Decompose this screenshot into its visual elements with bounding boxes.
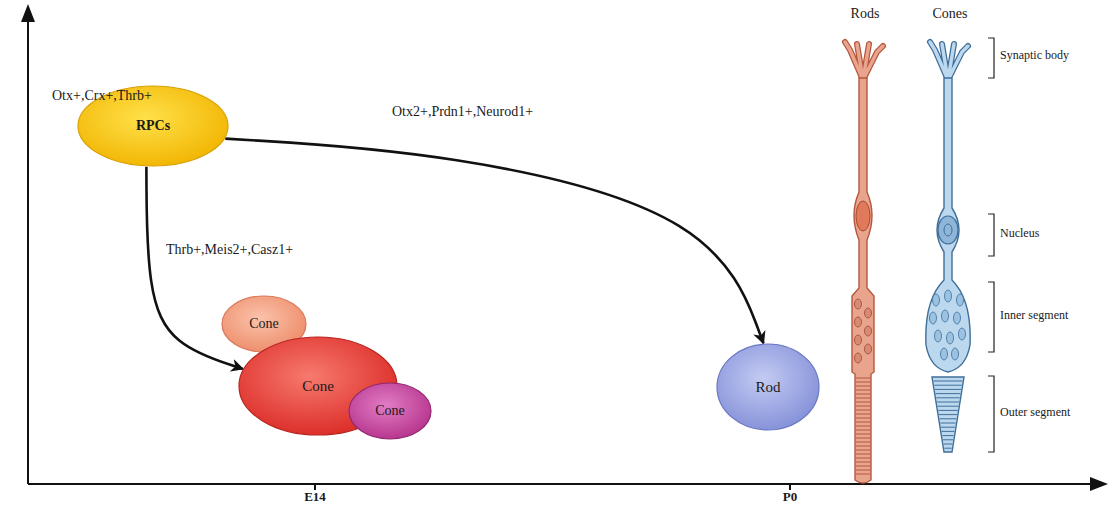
- disc-stroke: [856, 386, 870, 387]
- node-label: Cone: [249, 316, 279, 332]
- disc-stroke: [934, 381, 963, 382]
- marker-list: Otx2+,Prdn1+,Neurod1+: [392, 104, 533, 120]
- disc-stroke: [856, 398, 870, 399]
- disc-stroke: [943, 439, 953, 440]
- lineage-arrow: [225, 139, 763, 343]
- disc-stroke: [856, 430, 870, 431]
- mitochondrion: [941, 348, 948, 360]
- disc-stroke: [940, 418, 957, 419]
- disc-stroke: [856, 406, 870, 407]
- mitochondrion: [959, 328, 966, 340]
- bracket: [988, 214, 994, 256]
- cone-ellipse: Cone: [348, 382, 432, 440]
- bracket: [988, 38, 994, 78]
- disc-stroke: [856, 474, 870, 475]
- mitochondrion: [855, 353, 862, 363]
- mitochondrion: [930, 312, 937, 324]
- part-name: Synaptic body: [1000, 49, 1069, 63]
- disc-stroke: [856, 434, 870, 435]
- disc-stroke: [856, 402, 870, 403]
- mitochondrion: [855, 299, 862, 309]
- disc-stroke: [856, 454, 870, 455]
- time-point: E14: [304, 490, 326, 505]
- disc-stroke: [938, 410, 957, 411]
- disc-stroke: [856, 470, 870, 471]
- disc-stroke: [856, 418, 870, 419]
- marker-list: Thrb+,Meis2+,Casz1+: [166, 242, 293, 258]
- disc-stroke: [936, 397, 959, 398]
- cone-cell-illustration: [926, 42, 970, 452]
- x-axis: [28, 483, 1094, 485]
- mitochondrion: [865, 344, 872, 354]
- node-label: Cone: [375, 403, 405, 419]
- disc-stroke: [935, 389, 961, 390]
- node-label: Rod: [755, 379, 780, 396]
- disc-stroke: [856, 390, 870, 391]
- disc-stroke: [944, 444, 953, 445]
- disc-stroke: [940, 423, 955, 424]
- disc-stroke: [856, 422, 870, 423]
- rod-ellipse: Rod: [716, 343, 820, 431]
- disc-stroke: [856, 414, 870, 415]
- node-label: Cone: [302, 378, 334, 395]
- disc-stroke: [856, 450, 870, 451]
- brackets: [988, 38, 994, 452]
- disc-stroke: [856, 394, 870, 395]
- disc-stroke: [936, 393, 961, 394]
- disc-stroke: [856, 438, 870, 439]
- disc-stroke: [856, 462, 870, 463]
- disc-stroke: [939, 414, 957, 415]
- axes: [28, 18, 1094, 490]
- bracket: [988, 282, 994, 352]
- disc-stroke: [941, 427, 955, 428]
- mitochondrion: [952, 348, 959, 360]
- disc-stroke: [938, 406, 959, 407]
- part-name: Nucleus: [1000, 227, 1039, 241]
- axis-arrowhead: [1090, 477, 1108, 491]
- node-label: RPCs: [136, 118, 170, 134]
- disc-stroke: [944, 448, 951, 449]
- cell-type-heading: Rods: [851, 6, 880, 22]
- y-axis: [27, 18, 29, 484]
- mitochondrion: [855, 317, 862, 327]
- disc-stroke: [856, 378, 870, 379]
- rod-cell-illustration: [845, 42, 883, 483]
- disc-stroke: [942, 431, 955, 432]
- mitochondrion: [865, 308, 872, 318]
- cell-type-heading: Cones: [933, 6, 968, 22]
- mitochondrion: [855, 335, 862, 345]
- part-name: Outer segment: [1000, 406, 1070, 420]
- mitochondrion: [954, 312, 961, 324]
- disc-stroke: [937, 402, 959, 403]
- disc-stroke: [856, 446, 870, 447]
- mitochondrion: [947, 332, 954, 344]
- marker-list: Otx+,Crx+,Thrb+: [52, 88, 152, 104]
- mitochondrion: [942, 310, 949, 322]
- time-point: P0: [783, 490, 797, 505]
- mitochondrion: [933, 294, 940, 306]
- disc-stroke: [856, 410, 870, 411]
- disc-stroke: [856, 442, 870, 443]
- mitochondrion: [865, 326, 872, 336]
- disc-stroke: [934, 385, 961, 386]
- part-name: Inner segment: [1000, 309, 1068, 323]
- disc-stroke: [856, 382, 870, 383]
- mitochondrion: [935, 330, 942, 342]
- mitochondrion: [957, 294, 964, 306]
- disc-stroke: [856, 426, 870, 427]
- bracket: [988, 376, 994, 452]
- mitochondrion: [945, 290, 952, 302]
- axis-arrowhead: [21, 4, 35, 22]
- disc-stroke: [856, 458, 870, 459]
- disc-stroke: [942, 435, 953, 436]
- disc-stroke: [856, 466, 870, 467]
